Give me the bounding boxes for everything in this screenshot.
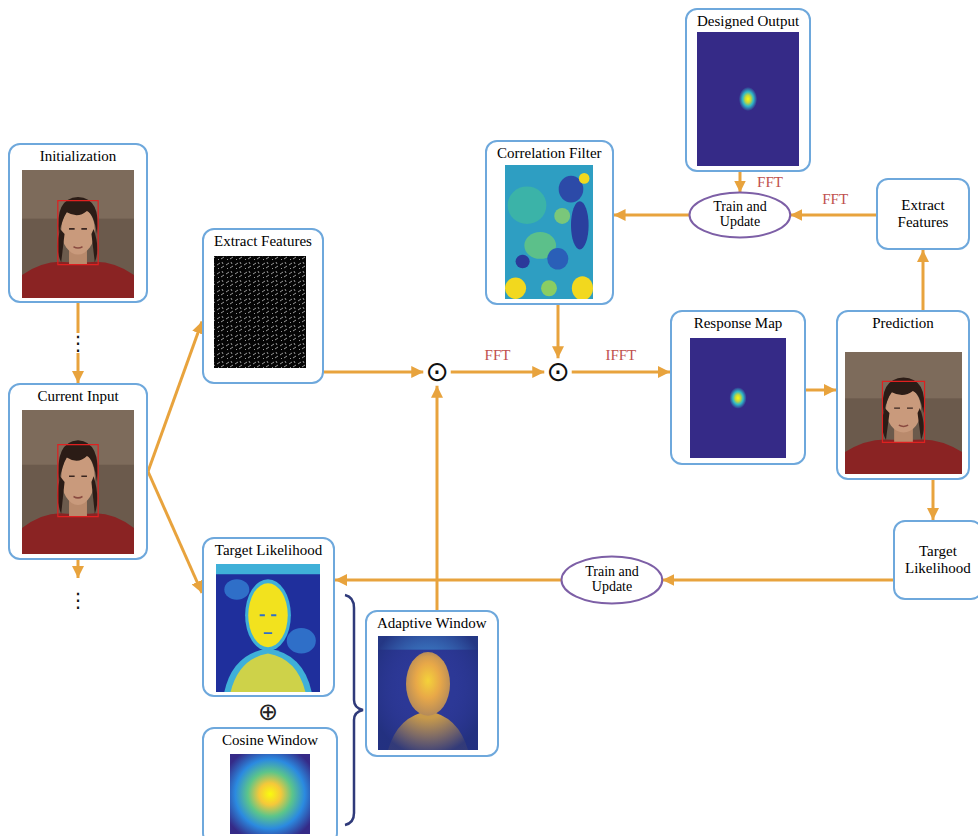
process-box: Target Likelihood: [893, 520, 978, 600]
flow-arrow: [148, 472, 202, 594]
ellipse-shape: [690, 193, 791, 238]
node-label: Correlation Filter: [487, 142, 612, 162]
multiply-operator: ⊙: [424, 358, 449, 386]
node-label: Cosine Window: [204, 729, 336, 749]
flow-arrow: [148, 322, 202, 472]
node-label: ⊙: [546, 358, 569, 386]
flow-arrow: [614, 214, 690, 217]
node-label: Train and Update: [579, 565, 645, 594]
filter-map: [505, 165, 593, 300]
node-label: Current Input: [10, 385, 146, 405]
edge-label: IFFT: [603, 347, 638, 364]
image-panel: Prediction: [836, 310, 970, 480]
image-panel: Extract Features: [202, 228, 324, 384]
flow-arrow: [451, 371, 545, 374]
node-label: Target Likelihood: [895, 543, 978, 578]
node-label: ⊙: [425, 358, 448, 386]
ellipse-shape: [562, 557, 663, 604]
multiply-operator: ⊙: [545, 358, 570, 386]
image-panel: Initialization: [8, 143, 148, 303]
flow-arrow: [436, 386, 439, 610]
image-panel: Correlation Filter: [485, 140, 614, 305]
continuation-dots: ⋮: [66, 590, 90, 610]
node-label: Extract Features: [204, 230, 322, 250]
response-heatmap: [690, 338, 786, 458]
flow-arrow: [572, 371, 670, 374]
flow-arrow: [806, 389, 836, 392]
flow-arrow: [922, 250, 925, 310]
process-ellipse: Train and Update: [688, 191, 792, 239]
flow-arrow: [739, 172, 742, 193]
edge-label: FFT: [820, 191, 850, 208]
node-label: Initialization: [10, 145, 146, 165]
cosine-window-map: [230, 754, 310, 834]
image-panel: Cosine Window: [202, 727, 338, 836]
node-label: Train and Update: [707, 200, 773, 229]
process-box: Extract Features: [876, 178, 970, 250]
flow-arrow: [324, 371, 423, 374]
gaussian-map: [697, 32, 799, 166]
node-label: Prediction: [838, 312, 968, 332]
flow-arrow: [662, 579, 893, 582]
flow-arrow: [932, 480, 935, 520]
continuation-arrow: [77, 560, 80, 578]
brace: [345, 595, 363, 825]
feature-map: [214, 256, 306, 368]
face-photo: [845, 352, 962, 474]
edge-label: ⋮: [66, 333, 90, 353]
node-label: Designed Output: [687, 10, 809, 30]
node-label: Response Map: [672, 312, 804, 332]
edge-label: FFT: [483, 347, 513, 364]
flow-arrow: [557, 305, 560, 358]
process-ellipse: Train and Update: [560, 555, 664, 605]
flow-arrow: [790, 214, 876, 217]
image-panel: Designed Output: [685, 8, 811, 172]
face-photo: [22, 170, 134, 298]
image-panel: Response Map: [670, 310, 806, 465]
node-label: Adaptive Window: [367, 612, 497, 632]
flow-arrow: [335, 579, 562, 582]
node-label: Extract Features: [878, 197, 968, 232]
face-photo: [22, 410, 134, 554]
plus-symbol: ⊕: [256, 700, 280, 724]
adaptive-window-map: [378, 636, 478, 750]
image-panel: Adaptive Window: [365, 610, 499, 757]
image-panel: Target Likelihood: [202, 537, 335, 697]
likelihood-map: [216, 564, 320, 692]
edge-label: FFT: [755, 174, 785, 191]
node-label: Target Likelihood: [204, 539, 333, 559]
image-panel: Current Input: [8, 383, 148, 560]
